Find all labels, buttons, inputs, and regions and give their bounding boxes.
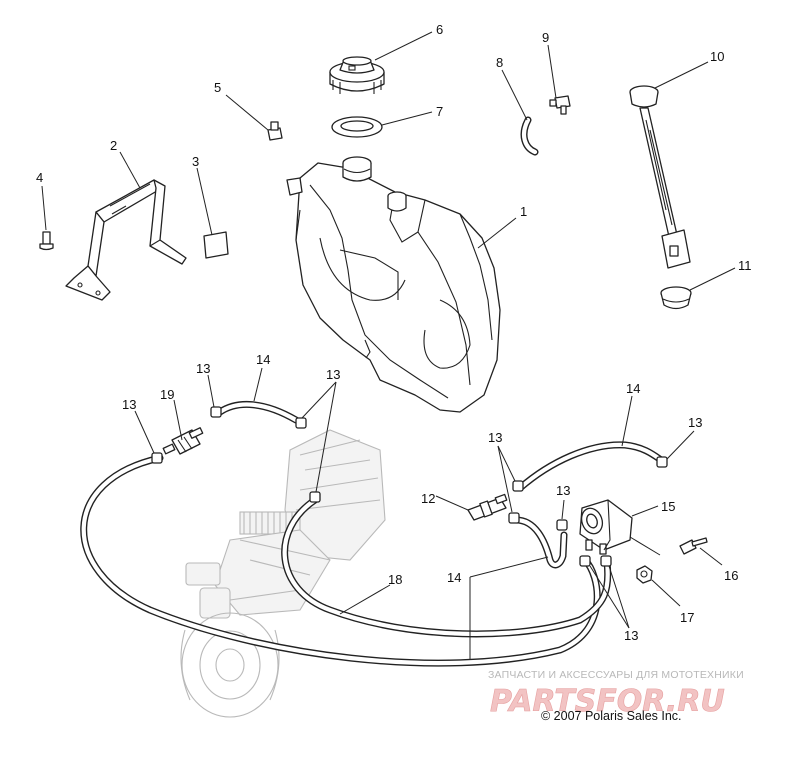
callout-13-engine: 13	[326, 367, 340, 382]
clamp-8	[579, 555, 591, 567]
fuel-filter	[162, 427, 204, 455]
callout-14-upper: 14	[256, 352, 270, 367]
bracket-bolt	[39, 231, 54, 251]
callout-14-right: 14	[626, 381, 640, 396]
callout-13-right: 13	[688, 415, 702, 430]
hose-clamps	[151, 406, 668, 567]
callout-18: 18	[388, 572, 402, 587]
fuel-hose-18	[80, 454, 601, 667]
callout-2: 2	[110, 138, 117, 153]
fuel-hose-14-right	[516, 441, 668, 492]
vent-valve	[549, 95, 571, 115]
vent-hose-8	[520, 116, 539, 156]
callout-9: 9	[542, 30, 549, 45]
callout-17: 17	[680, 610, 694, 625]
callout-7: 7	[436, 104, 443, 119]
fuel-cap	[329, 56, 385, 94]
callout-11: 11	[738, 258, 752, 273]
clamp-7	[556, 519, 568, 531]
fuel-hose-14-lower	[281, 496, 612, 638]
callout-6: 6	[436, 22, 443, 37]
callout-10: 10	[710, 49, 724, 64]
clamp-3	[295, 417, 307, 429]
clamp-6	[508, 512, 520, 524]
clamp-9	[600, 555, 612, 567]
callout-labels: 1 2 3 4 5 6 7 8 9 10 11 12 13 13 13 13 1…	[36, 22, 752, 643]
vent-fitting	[267, 121, 283, 141]
callout-13-pump-outlets: 13	[624, 628, 638, 643]
callout-16: 16	[724, 568, 738, 583]
callout-15: 15	[661, 499, 675, 514]
fuel-hose-14-upper	[216, 400, 300, 424]
cap-gasket	[331, 116, 383, 138]
clamp-4	[309, 491, 321, 503]
sender-grommet	[660, 286, 692, 310]
watermark-subtitle: ЗАПЧАСТИ И АКСЕССУАРЫ ДЛЯ МОТОТЕХНИКИ	[488, 669, 744, 681]
callout-1: 1	[520, 204, 527, 219]
pump-nut	[636, 565, 653, 584]
watermark-logo: PARTSFOR.RU	[490, 684, 725, 719]
engine-ghost-outline	[185, 429, 386, 619]
leader-lines	[41, 31, 736, 660]
fuel-hose-14-short	[512, 516, 568, 569]
clamp-1	[151, 452, 163, 464]
callout-8: 8	[496, 55, 503, 70]
watermark: ЗАПЧАСТИ И АКСЕССУАРЫ ДЛЯ МОТОТЕХНИКИ PA…	[488, 669, 744, 719]
callout-14-lower: 14	[447, 570, 461, 585]
callout-4: 4	[36, 170, 43, 185]
fuel-pump	[579, 499, 633, 555]
fuel-tank	[286, 156, 501, 413]
fuel-sender	[629, 85, 691, 269]
clamp-5	[512, 480, 524, 492]
callout-13-filter-left: 13	[122, 397, 136, 412]
tee-fitting	[467, 493, 508, 521]
callout-13-pump-inlet: 13	[556, 483, 570, 498]
callout-12: 12	[421, 491, 435, 506]
callout-5: 5	[214, 80, 221, 95]
wheel-ghost-outline	[180, 612, 280, 718]
clamp-2	[210, 406, 222, 418]
pump-bolt	[679, 537, 708, 555]
callout-13-tank-tee: 13	[488, 430, 502, 445]
callout-3: 3	[192, 154, 199, 169]
bracket-pad	[203, 231, 229, 259]
copyright-text: © 2007 Polaris Sales Inc.	[541, 709, 682, 723]
callout-19: 19	[160, 387, 174, 402]
tank-bracket	[65, 179, 187, 301]
clamp-10	[656, 456, 668, 468]
callout-13-filter-right: 13	[196, 361, 210, 376]
